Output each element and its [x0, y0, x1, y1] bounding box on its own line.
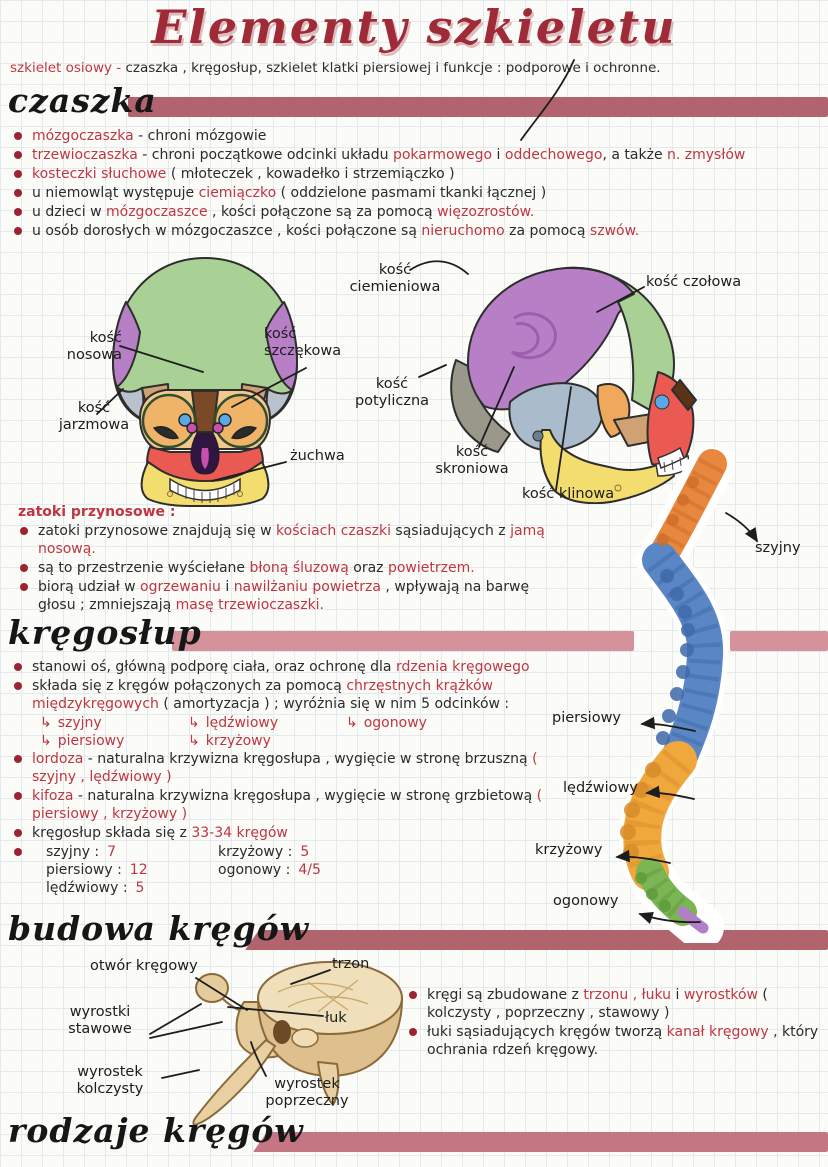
section-bar-czaszka [128, 97, 828, 117]
label-kosc-jarzmowa: kość jarzmowa [58, 400, 130, 433]
label-kosc-ciemieniowa: kość ciemieniowa [349, 262, 441, 295]
label-luk: łuk [325, 1010, 347, 1026]
section-bar-kregoslup-left [172, 631, 634, 651]
branch-arrow-icon: ↳ [188, 715, 200, 731]
list-item: łuki sąsiadujących kręgów tworzą kanał k… [405, 1023, 825, 1059]
count-item: krzyżowy :5 [218, 844, 310, 860]
skull-front-diagram [112, 257, 298, 508]
branch-item: ↳lędźwiowy [188, 715, 279, 731]
branch-arrow-icon: ↳ [188, 733, 200, 749]
section-heading-czaszka: czaszka [8, 81, 157, 120]
vertebra-counts: szyjny :7 piersiowy :12 lędźwiowy :5 krz… [10, 843, 555, 897]
list-item: mózgoczaszka - chroni mózgowie [10, 127, 826, 145]
section-heading-budowa: budowa kręgów [8, 909, 310, 948]
branch-item: ↳piersiowy [40, 733, 125, 749]
label-odcinek-piersiowy: piersiowy [552, 710, 622, 726]
label-trzon: trzon [332, 956, 370, 972]
list-item: u osób dorosłych w mózgoczaszce , kości … [10, 222, 826, 240]
intro-line: szkielet osiowy - czaszka , kręgosłup, s… [10, 60, 661, 76]
list-item: u dzieci w mózgoczaszce , kości połączon… [10, 203, 826, 221]
list-item: są to przestrzenie wyściełane błoną śluz… [16, 559, 564, 577]
list-item: kręgi są zbudowane z trzonu , łuku i wyr… [405, 986, 825, 1022]
spine-segments-row-1: ↳szyjny ↳lędźwiowy ↳ogonowy [40, 714, 555, 732]
label-kosc-nosowa: kość nosowa [66, 330, 122, 363]
count-item: piersiowy :12 [46, 862, 148, 878]
list-item: biorą udział w ogrzewaniu i nawilżaniu p… [16, 578, 564, 614]
kregoslup-bullet-list: stanowi oś, główną podporę ciała, oraz o… [10, 658, 555, 898]
label-wyrostek-poprzeczny: wyrostek poprzeczny [265, 1076, 349, 1109]
list-item: u niemowląt występuje ciemiączko ( oddzi… [10, 184, 826, 202]
label-otwor-kregowy: otwór kręgowy [90, 958, 198, 974]
list-item: stanowi oś, główną podporę ciała, oraz o… [10, 658, 555, 676]
czaszka-bullet-list: mózgoczaszka - chroni mózgowie trzewiocz… [10, 127, 826, 241]
count-item: szyjny :7 [46, 844, 117, 860]
list-item: kręgosłup składa się z 33-34 kręgów [10, 824, 555, 842]
label-odcinek-krzyzowy: krzyżowy [535, 842, 603, 858]
budowa-bullet-list: kręgi są zbudowane z trzonu , łuku i wyr… [405, 986, 825, 1060]
zatoki-bullet-list: zatoki przynosowe znajdują się w kościac… [16, 522, 564, 615]
zatoki-heading: zatoki przynosowe : [18, 504, 176, 520]
label-odcinek-szyjny: szyjny [755, 540, 801, 556]
list-item: lordoza - naturalna krzywizna kręgosłupa… [10, 750, 555, 786]
section-bar-rodzaje [253, 1132, 828, 1152]
spine-diagram [619, 448, 735, 943]
section-heading-kregoslup: kręgosłup [8, 613, 202, 652]
branch-item: ↳szyjny [40, 715, 102, 731]
list-item: kifoza - naturalna krzywizna kręgosłupa … [10, 787, 555, 823]
label-kosc-potyliczna: kość potyliczna [354, 376, 430, 409]
label-odcinek-ogonowy: ogonowy [553, 893, 619, 909]
branch-item: ↳ogonowy [346, 715, 427, 731]
label-wyrostek-kolczysty: wyrostek kolczysty [76, 1064, 144, 1097]
branch-arrow-icon: ↳ [40, 715, 52, 731]
list-item: składa się z kręgów połączonych za pomoc… [10, 677, 555, 713]
label-kosc-klinowa: kość klinowa [522, 486, 615, 502]
branch-item: ↳krzyżowy [188, 733, 271, 749]
section-heading-rodzaje: rodzaje kręgów [8, 1111, 304, 1150]
spine-segments-row-2: ↳piersiowy ↳krzyżowy [40, 732, 555, 750]
branch-arrow-icon: ↳ [346, 715, 358, 731]
count-item: ogonowy :4/5 [218, 862, 321, 878]
list-item: trzewioczaszka - chroni początkowe odcin… [10, 146, 826, 164]
label-zuchwa: żuchwa [290, 448, 345, 464]
label-kosc-skroniowa: kość skroniowa [435, 444, 509, 477]
count-item: lędźwiowy :5 [46, 880, 145, 896]
section-bar-kregoslup-right [730, 631, 828, 651]
list-item: zatoki przynosowe znajdują się w kościac… [16, 522, 564, 558]
label-wyrostki-stawowe: wyrostki stawowe [68, 1004, 132, 1037]
label-kosc-czolowa: kość czołowa [646, 274, 742, 290]
page-title: Elementy szkieletu [151, 0, 677, 54]
label-odcinek-ledzwiowy: lędźwiowy [563, 780, 638, 796]
branch-arrow-icon: ↳ [40, 733, 52, 749]
label-kosc-szczekowa: kość szczękowa [264, 326, 342, 359]
list-item: kosteczki słuchowe ( młoteczek , kowadeł… [10, 165, 826, 183]
